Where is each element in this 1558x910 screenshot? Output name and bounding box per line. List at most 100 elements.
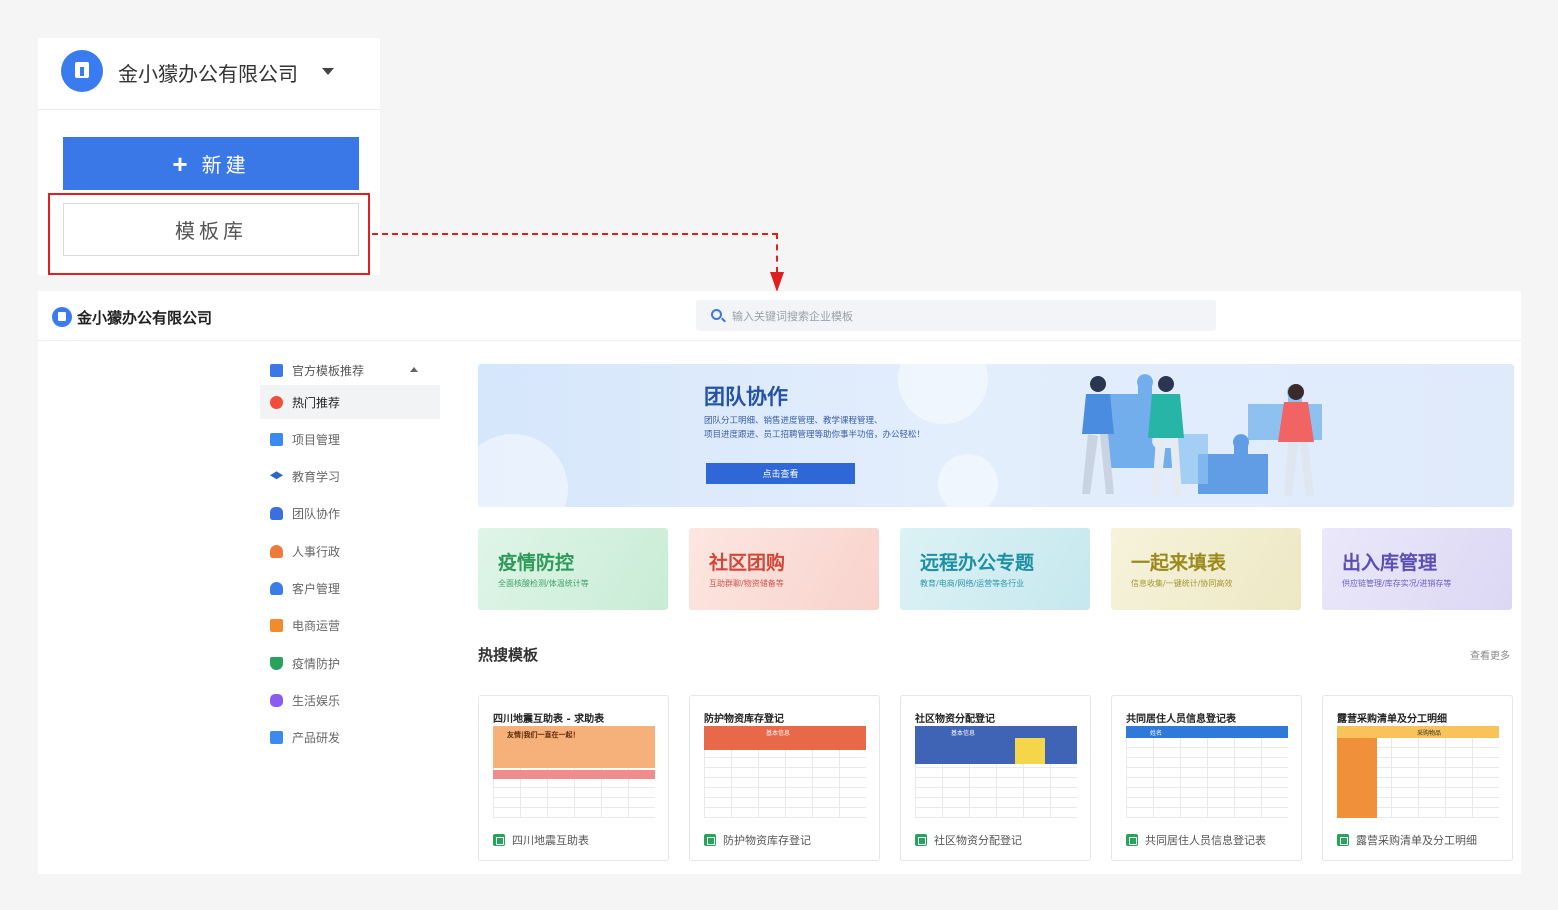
sidebar-item-label: 人事行政 xyxy=(292,544,341,559)
folder-icon xyxy=(270,432,283,446)
search-input[interactable] xyxy=(732,306,1202,326)
preview-line: 基本信息 xyxy=(766,730,791,737)
banner-decor-circle xyxy=(478,434,568,507)
arrow-down-icon xyxy=(770,272,784,292)
team-puzzle-illustration xyxy=(1082,374,1322,496)
sheet-preview: 友情|我们一直在一起！ xyxy=(493,726,655,818)
banner-view-button[interactable]: 点击查看 xyxy=(706,463,855,484)
caret-down-icon[interactable] xyxy=(322,68,334,75)
sidebar-item-hot[interactable]: 热门推荐 xyxy=(260,385,440,419)
fire-icon xyxy=(270,395,283,409)
preview-line: 友情|我们一直在一起！ xyxy=(507,731,580,739)
see-more-link[interactable]: 查看更多 xyxy=(1470,651,1510,662)
search-box[interactable] xyxy=(696,300,1216,331)
preview-yellow-cell xyxy=(1015,738,1045,764)
search-icon xyxy=(711,309,722,320)
category-card-epidemic[interactable]: 疫情防控 全面核酸检测/体温统计等 xyxy=(478,528,668,610)
spreadsheet-icon xyxy=(1126,834,1138,846)
dashed-connector-vertical xyxy=(776,233,778,273)
template-preview-heading: 四川地震互助表 - 求助表 xyxy=(493,714,605,725)
template-card-protective-stock[interactable]: 防护物资库存登记 基本信息 防护物资库存登记 xyxy=(689,695,880,861)
preview-line: 采购物品 xyxy=(1417,730,1442,737)
template-card-cohabitant-info[interactable]: 共同居住人员信息登记表 姓名 共同居住人员信息登记表 xyxy=(1111,695,1302,861)
sidebar-item-label: 热门推荐 xyxy=(292,395,341,410)
new-button-label: 新建 xyxy=(201,155,250,177)
category-card-group-buy[interactable]: 社区团购 互助群聊/物资储备等 xyxy=(689,528,879,610)
company-logo-icon xyxy=(52,307,72,327)
spreadsheet-icon xyxy=(915,834,927,846)
sidebar-item-label: 教育学习 xyxy=(292,470,341,485)
sidebar-group-official[interactable]: 官方模板推荐 xyxy=(260,355,440,385)
customer-icon xyxy=(270,581,283,595)
sheet-preview: 姓名 xyxy=(1126,726,1288,818)
category-title: 社区团购 xyxy=(709,552,786,574)
company-name: 金小獴办公有限公司 xyxy=(118,62,298,86)
template-card-camping-purchase[interactable]: 露营采购清单及分工明细 采购物品 露营采购清单及分工明细 xyxy=(1322,695,1513,861)
category-title: 疫情防控 xyxy=(498,552,575,574)
spreadsheet-icon xyxy=(1337,834,1349,846)
sidebar-item-label: 电商运营 xyxy=(292,619,341,634)
template-footer: 社区物资分配登记 xyxy=(915,832,1022,848)
template-card-sichuan[interactable]: 四川地震互助表 - 求助表 友情|我们一直在一起！ 四川地震互助表 xyxy=(478,695,669,861)
sheet-preview: 基本信息 xyxy=(915,726,1077,818)
category-subtitle: 信息收集/一键统计/协同高效 xyxy=(1131,579,1233,588)
sheet-preview: 采购物品 xyxy=(1337,726,1499,818)
callout-panel: 金小獴办公有限公司 + 新建 模板库 xyxy=(38,38,380,275)
sidebar-item-label: 项目管理 xyxy=(292,432,341,447)
sidebar-item-epidemic[interactable]: 疫情防护 xyxy=(260,646,440,680)
category-card-inventory[interactable]: 出入库管理 供应链管理/库存实况/进销存等 xyxy=(1322,528,1512,610)
category-card-remote-work[interactable]: 远程办公专题 教育/电商/网络/运营等各行业 xyxy=(900,528,1090,610)
new-button[interactable]: + 新建 xyxy=(63,137,359,190)
sidebar-item-customer[interactable]: 客户管理 xyxy=(260,571,440,605)
sidebar-item-team[interactable]: 团队协作 xyxy=(260,497,440,531)
template-name: 社区物资分配登记 xyxy=(934,834,1022,847)
category-subtitle: 教育/电商/网络/运营等各行业 xyxy=(920,579,1025,588)
sidebar-item-label: 团队协作 xyxy=(292,507,341,522)
graduation-cap-icon xyxy=(270,471,283,480)
sidebar-item-project[interactable]: 项目管理 xyxy=(260,422,440,456)
template-card-community-supplies[interactable]: 社区物资分配登记 基本信息 社区物资分配登记 xyxy=(900,695,1091,861)
company-name: 金小獴办公有限公司 xyxy=(77,309,213,327)
template-preview: 社区物资分配登记 基本信息 xyxy=(915,710,1077,820)
preview-header-band xyxy=(704,726,866,750)
sidebar-item-life[interactable]: 生活娱乐 xyxy=(260,683,440,717)
team-collab-banner[interactable]: 团队协作 团队分工明细、销售进度管理、教学课程管理、 项目进度跟进、员工招聘管理… xyxy=(478,364,1514,507)
template-footer: 共同居住人员信息登记表 xyxy=(1126,832,1266,848)
category-subtitle: 全面核酸检测/体温统计等 xyxy=(498,579,589,588)
template-preview: 防护物资库存登记 基本信息 xyxy=(704,710,866,820)
preview-header-band xyxy=(1126,726,1288,738)
sidebar-item-label: 生活娱乐 xyxy=(292,693,341,708)
category-card-fill-form[interactable]: 一起来填表 信息收集/一键统计/协同高效 xyxy=(1111,528,1301,610)
preview-line: 基本信息 xyxy=(951,730,976,737)
preview-line: 姓名 xyxy=(1150,730,1163,737)
template-name: 共同居住人员信息登记表 xyxy=(1145,834,1266,847)
shop-bag-icon xyxy=(270,619,283,633)
spreadsheet-icon xyxy=(704,834,716,846)
company-switcher[interactable]: 金小獴办公有限公司 xyxy=(38,38,380,110)
caret-up-icon[interactable] xyxy=(410,367,418,372)
template-preview-heading: 防护物资库存登记 xyxy=(704,714,784,725)
person-icon xyxy=(270,544,283,558)
banner-decor-circle xyxy=(938,454,998,507)
template-footer: 防护物资库存登记 xyxy=(704,832,811,848)
sidebar-item-label: 疫情防护 xyxy=(292,656,341,671)
template-icon xyxy=(270,363,283,377)
template-library-page: 金小獴办公有限公司 官方模板推荐 热门推荐 项目管理 教育学习 团队协作 xyxy=(38,291,1521,874)
hot-templates-title: 热搜模板 xyxy=(478,646,539,664)
gamepad-icon xyxy=(270,693,283,707)
spreadsheet-icon xyxy=(493,834,505,846)
preview-header-band xyxy=(1337,726,1499,738)
banner-title: 团队协作 xyxy=(704,385,788,409)
app-header: 金小獴办公有限公司 xyxy=(38,291,1521,341)
sidebar-item-hr[interactable]: 人事行政 xyxy=(260,534,440,568)
sidebar-item-ecommerce[interactable]: 电商运营 xyxy=(260,609,440,643)
template-library-button[interactable]: 模板库 xyxy=(63,203,359,256)
team-icon xyxy=(270,507,283,521)
monitor-icon xyxy=(270,731,283,745)
sidebar-item-education[interactable]: 教育学习 xyxy=(260,460,440,494)
sidebar-item-label: 客户管理 xyxy=(292,581,341,596)
template-name: 四川地震互助表 xyxy=(512,834,589,847)
preview-orange-block xyxy=(1337,738,1377,818)
banner-description: 团队分工明细、销售进度管理、教学课程管理、 项目进度跟进、员工招聘管理等助你事半… xyxy=(704,414,1004,442)
sidebar-item-rd[interactable]: 产品研发 xyxy=(260,721,440,755)
